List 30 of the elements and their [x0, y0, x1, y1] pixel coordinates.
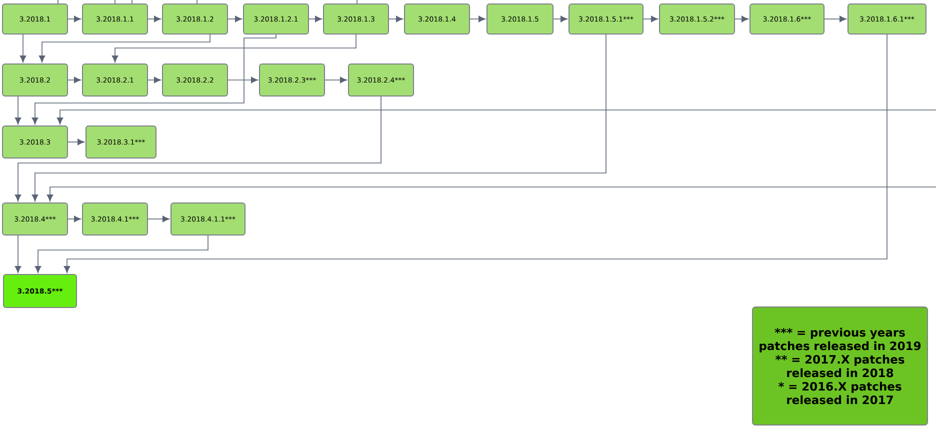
- arrow: [32, 34, 606, 202]
- arrow: [20, 34, 26, 62]
- arrow: [14, 235, 22, 273]
- arrow: [68, 216, 81, 222]
- arrow: [734, 16, 748, 22]
- arrow: [148, 76, 161, 84]
- arrow: [32, 34, 276, 124]
- arrow: [324, 76, 347, 84]
- arrow: [56, 110, 936, 124]
- arrow: [148, 216, 170, 222]
- arrow: [68, 138, 84, 146]
- arrow: [470, 16, 486, 22]
- arrow: [148, 16, 161, 22]
- arrow: [34, 235, 208, 273]
- arrow: [46, 186, 936, 202]
- arrow: [64, 34, 888, 273]
- arrow: [388, 16, 403, 22]
- arrow: [643, 16, 658, 22]
- arrow: [68, 76, 81, 84]
- arrow: [14, 96, 22, 124]
- arrow: [228, 76, 258, 84]
- arrow: [112, 34, 356, 62]
- arrow: [308, 16, 322, 22]
- arrow: [824, 16, 846, 22]
- arrow: [38, 34, 210, 62]
- arrow: [553, 16, 568, 22]
- note-box: *** = previous years patches released in 2019 ** = 2017.X patches released in 2018 * = 2016.X patches released in 2017: [752, 306, 928, 426]
- arrow: [14, 96, 382, 202]
- arrow: [228, 16, 242, 22]
- arrow: [68, 16, 81, 22]
